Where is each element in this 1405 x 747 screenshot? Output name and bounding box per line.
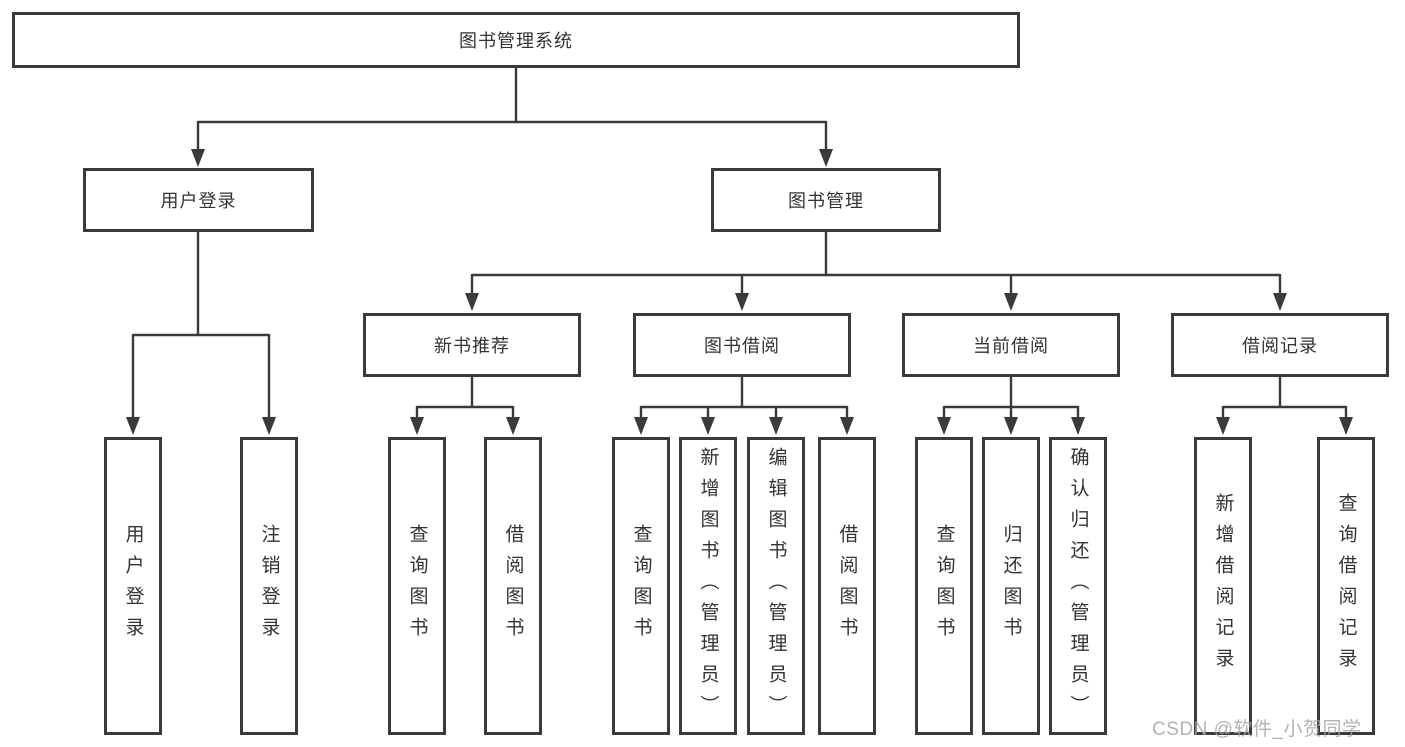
node-label: 图书借阅 [704, 336, 780, 356]
leaf-query-books-borrow: 查询图书 [612, 437, 670, 735]
node-label: 确认归还（管理员） [1067, 446, 1089, 726]
node-label: 编辑图书（管理员） [765, 446, 787, 726]
node-label: 查询图书 [406, 524, 428, 648]
leaf-query-books-current: 查询图书 [915, 437, 973, 735]
leaf-return-books: 归还图书 [982, 437, 1040, 735]
leaf-borrow-books-borrow: 借阅图书 [818, 437, 876, 735]
node-label: 借阅记录 [1242, 336, 1318, 356]
node-label: 图书管理系统 [459, 31, 573, 51]
node-label: 用户登录 [160, 191, 237, 211]
node-label: 查询图书 [630, 524, 652, 648]
leaf-query-borrow-record: 查询借阅记录 [1317, 437, 1375, 735]
node-label: 借阅图书 [502, 524, 524, 648]
leaf-logout: 注销登录 [240, 437, 298, 735]
leaf-edit-book-admin: 编辑图书（管理员） [747, 437, 805, 735]
node-new-book-recommendation: 新书推荐 [363, 313, 581, 377]
node-label: 当前借阅 [973, 336, 1049, 356]
node-user-login: 用户登录 [83, 168, 314, 232]
leaf-query-books-recommend: 查询图书 [388, 437, 446, 735]
node-book-borrowing: 图书借阅 [633, 313, 851, 377]
node-library-management-system: 图书管理系统 [12, 12, 1020, 68]
leaf-add-borrow-record: 新增借阅记录 [1194, 437, 1252, 735]
node-label: 图书管理 [788, 191, 864, 211]
node-label: 新增图书（管理员） [697, 446, 719, 726]
node-label: 查询借阅记录 [1335, 493, 1357, 679]
leaf-borrow-books-recommend: 借阅图书 [484, 437, 542, 735]
csdn-watermark: CSDN @软件_小贺同学 [1152, 719, 1362, 740]
leaf-user-login: 用户登录 [104, 437, 162, 735]
node-label: 新增借阅记录 [1212, 493, 1234, 679]
node-book-management: 图书管理 [711, 168, 941, 232]
leaf-confirm-return-admin: 确认归还（管理员） [1049, 437, 1107, 735]
node-label: 查询图书 [933, 524, 955, 648]
node-label: 用户登录 [122, 524, 144, 648]
node-current-borrowing: 当前借阅 [902, 313, 1120, 377]
node-label: 借阅图书 [836, 524, 858, 648]
node-label: 新书推荐 [434, 336, 510, 356]
leaf-add-book-admin: 新增图书（管理员） [679, 437, 737, 735]
node-label: 注销登录 [258, 524, 280, 648]
node-label: 归还图书 [1000, 524, 1022, 648]
node-borrowing-records: 借阅记录 [1171, 313, 1389, 377]
